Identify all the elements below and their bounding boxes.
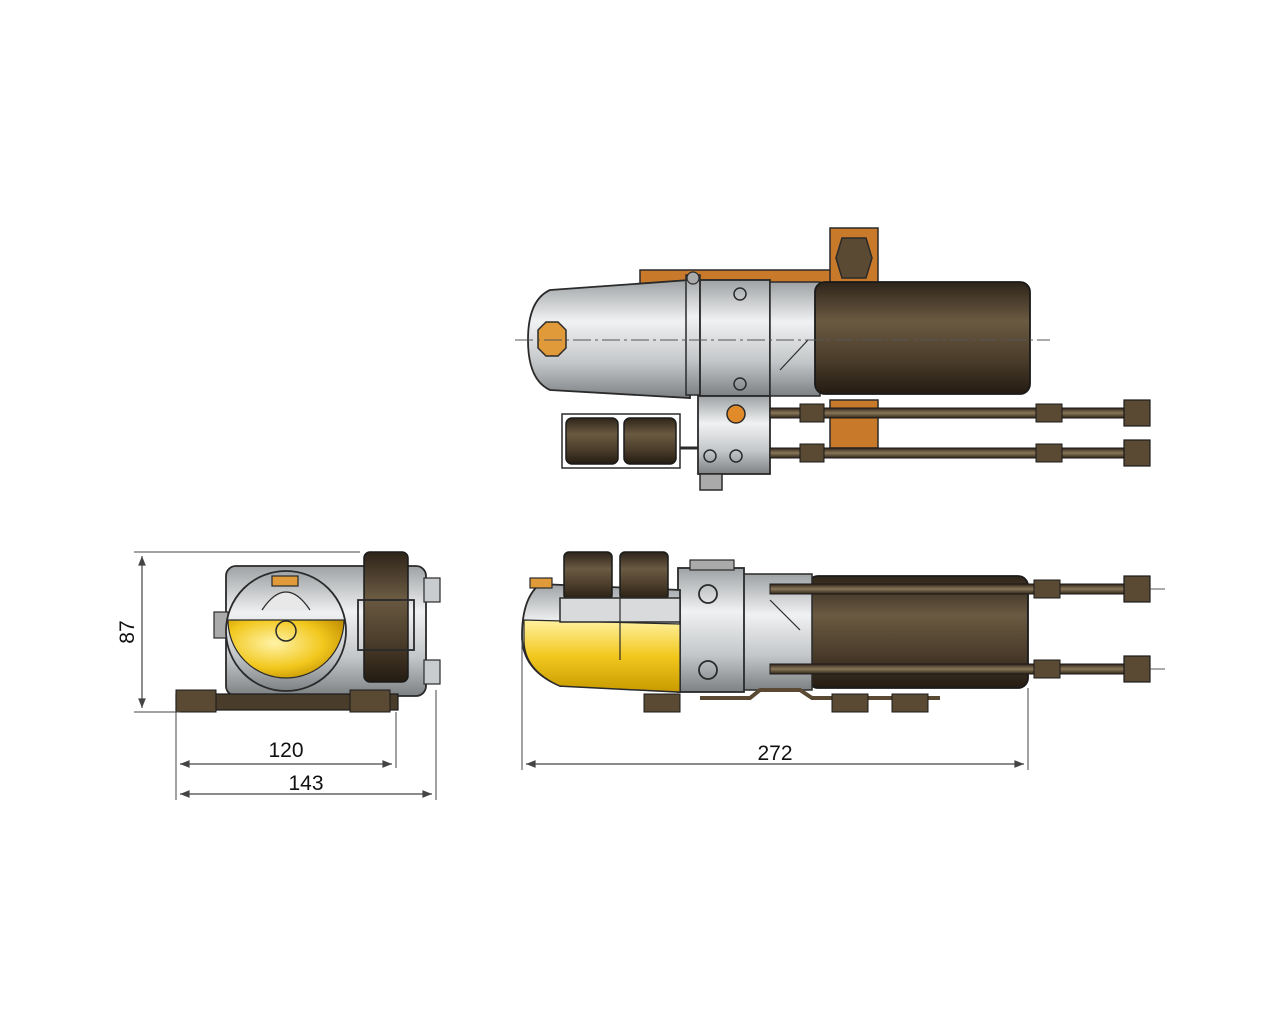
hose-fitting bbox=[1033, 659, 1061, 679]
height-dimension-label: 87 bbox=[116, 620, 139, 643]
bracket-hex-nut bbox=[835, 237, 873, 279]
end-view-reservoir-arc bbox=[261, 591, 311, 611]
top-solenoid-coil bbox=[565, 417, 619, 465]
hose-end-nut bbox=[1123, 439, 1151, 467]
side-fill-cap bbox=[529, 577, 553, 589]
hose-fitting bbox=[1035, 443, 1063, 463]
end-view-oil-level bbox=[227, 619, 345, 679]
hose-fitting bbox=[1033, 579, 1061, 599]
side-mount-foot bbox=[643, 693, 681, 713]
dimension-annotations: 87 120 143 272 bbox=[116, 551, 1029, 800]
bracket-lower-tab bbox=[829, 399, 879, 449]
width-outer-dimension-label: 143 bbox=[288, 772, 323, 795]
flange-edge bbox=[769, 599, 801, 631]
width-inner-dimension-label: 120 bbox=[268, 739, 303, 762]
end-view-mount-foot bbox=[175, 689, 217, 713]
end-view-coil-stack bbox=[363, 551, 409, 683]
top-view bbox=[515, 227, 1151, 491]
end-view-port-nut bbox=[423, 577, 441, 603]
side-hose-lower bbox=[769, 663, 1133, 675]
side-top-cap bbox=[689, 559, 735, 571]
side-solenoid-coil bbox=[563, 551, 613, 601]
hose-fitting bbox=[799, 403, 825, 423]
top-solenoid-coil bbox=[623, 417, 677, 465]
end-view-port-nut bbox=[423, 659, 441, 685]
side-mount-foot bbox=[831, 693, 869, 713]
top-clamp-band bbox=[685, 274, 701, 396]
coil-frame bbox=[561, 413, 681, 469]
top-adapter-flange bbox=[769, 281, 821, 397]
side-block-bolt bbox=[698, 660, 718, 680]
valve-port-orange bbox=[726, 404, 746, 424]
side-solenoid-coil bbox=[619, 551, 669, 601]
hose-end-nut bbox=[1123, 655, 1151, 683]
top-motor-body bbox=[814, 281, 1031, 395]
flange-edge bbox=[779, 339, 809, 371]
side-mount-foot bbox=[891, 693, 929, 713]
top-reservoir-tank bbox=[527, 279, 691, 399]
top-fill-cap bbox=[537, 321, 567, 357]
block-bolt bbox=[733, 287, 747, 301]
end-view-center-boss bbox=[275, 620, 297, 642]
end-view-fill-cap bbox=[271, 575, 299, 587]
side-oil-fill bbox=[523, 619, 681, 693]
side-view bbox=[521, 551, 1165, 713]
hose-end-nut bbox=[1123, 399, 1151, 427]
end-view-coil-frame bbox=[357, 599, 415, 651]
side-hose-upper bbox=[769, 583, 1133, 595]
hose-end-nut bbox=[1123, 575, 1151, 603]
clamp-screw bbox=[686, 271, 700, 285]
hose-fitting bbox=[1035, 403, 1063, 423]
valve-port bbox=[703, 449, 717, 463]
end-view bbox=[175, 551, 441, 713]
end-view-mount-foot bbox=[349, 689, 391, 713]
hose-fitting bbox=[799, 443, 825, 463]
valve-port bbox=[729, 449, 743, 463]
block-bolt bbox=[733, 377, 747, 391]
side-block-bolt bbox=[698, 584, 718, 604]
top-pump-block bbox=[699, 279, 771, 397]
side-pump-block bbox=[677, 567, 745, 693]
length-dimension-label: 272 bbox=[757, 742, 792, 765]
valve-adjuster bbox=[699, 473, 723, 491]
